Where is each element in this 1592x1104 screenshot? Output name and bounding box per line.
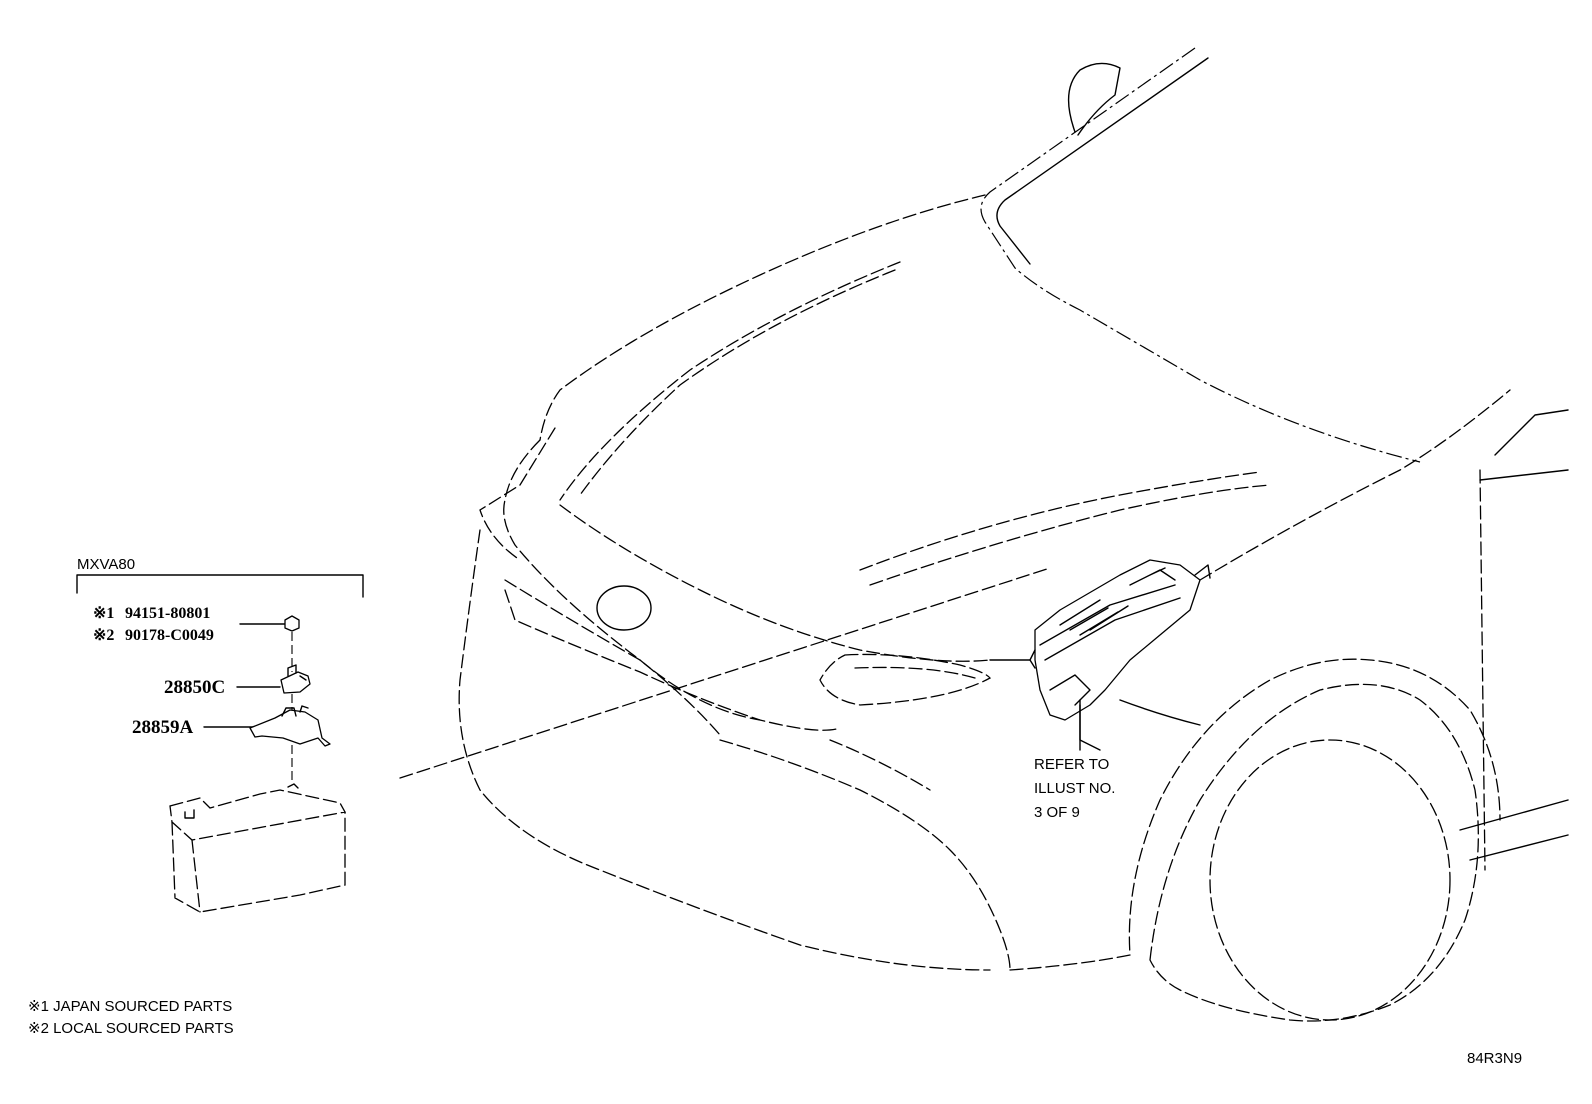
vehicle-outline bbox=[399, 47, 1569, 1022]
relay-block-illustration bbox=[989, 559, 1211, 751]
nut-illustration bbox=[284, 615, 300, 632]
reference-note-line-3: 3 OF 9 bbox=[1034, 804, 1080, 821]
fastener-1-part-number: 94151-80801 bbox=[125, 605, 210, 622]
part-28859a-label: 28859A bbox=[132, 717, 194, 738]
part-28850c-label: 28850C bbox=[164, 677, 225, 698]
reference-note-line-2: ILLUST NO. bbox=[1034, 780, 1115, 797]
reference-note: REFER TO ILLUST NO. 3 OF 9 bbox=[1034, 756, 1115, 821]
clamp-bolt-illustration bbox=[280, 671, 311, 694]
legend-item-2: ※2 LOCAL SOURCED PARTS bbox=[28, 1020, 234, 1037]
battery-top bbox=[169, 789, 347, 841]
model-label: MXVA80 bbox=[77, 556, 135, 573]
battery-clamp-illustration bbox=[249, 709, 331, 747]
legend: ※1 JAPAN SOURCED PARTS ※2 LOCAL SOURCED … bbox=[28, 998, 234, 1037]
fastener-1-mark: ※1 bbox=[93, 605, 114, 622]
fastener-2-part-number: 90178-C0049 bbox=[125, 627, 214, 644]
illustration-code: 84R3N9 bbox=[1467, 1050, 1522, 1067]
fastener-list: ※1 94151-80801 ※2 90178-C0049 bbox=[93, 605, 214, 644]
legend-item-1: ※1 JAPAN SOURCED PARTS bbox=[28, 998, 232, 1015]
fastener-2-mark: ※2 bbox=[93, 627, 114, 644]
reference-note-line-1: REFER TO bbox=[1034, 756, 1109, 773]
battery-detail: MXVA80 ※1 94151-80801 ※2 90178-C0049 288… bbox=[76, 556, 364, 913]
